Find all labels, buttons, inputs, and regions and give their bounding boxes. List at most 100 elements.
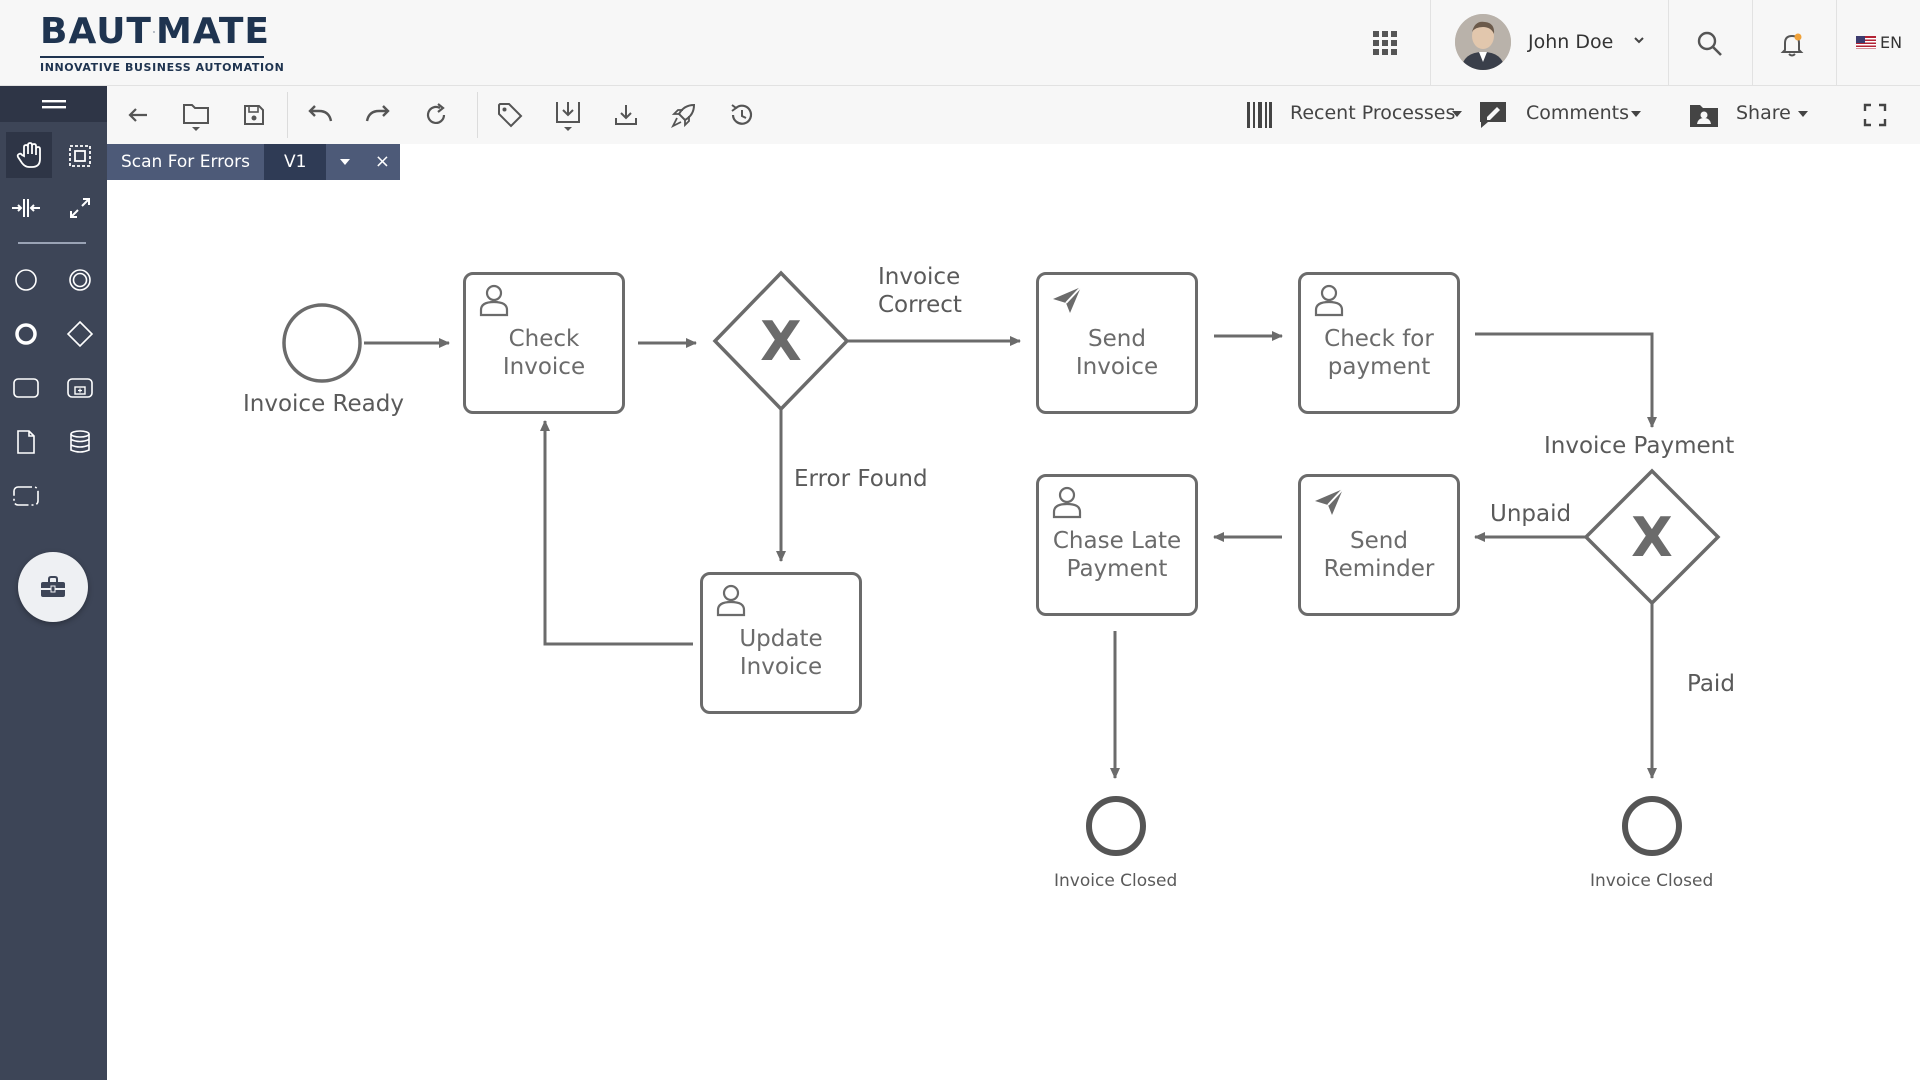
us-flag-icon [1856,36,1876,49]
editor-toolbar: Recent Processes Comments Share [107,86,1920,144]
user-task-icon [1314,284,1344,317]
toolbox-icon [41,576,65,597]
group-tool[interactable] [6,476,46,516]
end-event-closed-2[interactable] [1622,796,1682,856]
gateway-mark: X [1631,506,1673,569]
lasso-tool-button[interactable] [60,136,100,176]
start-event[interactable] [282,303,362,383]
toolbar-divider [287,92,288,138]
comments-menu[interactable]: Comments [1526,102,1629,124]
undo-button[interactable] [303,98,337,132]
flow-label-error-found: Error Found [794,466,928,492]
group-icon [13,486,39,506]
flow-to-payment-gateway[interactable] [1475,332,1657,428]
barcode-icon[interactable] [1245,100,1273,130]
caret-down-icon[interactable] [1798,111,1808,117]
open-button[interactable] [179,98,213,132]
avatar[interactable] [1455,14,1511,70]
comment-icon[interactable] [1478,100,1508,130]
flow-update-to-check[interactable] [540,420,693,646]
gateway-icon [66,320,94,348]
recent-processes-menu[interactable]: Recent Processes [1290,102,1456,124]
intermediate-event-icon [69,269,91,291]
gateway-tool[interactable] [60,314,100,354]
save-button[interactable] [237,98,271,132]
menu-icon[interactable] [42,96,66,112]
history-button[interactable] [725,98,759,132]
caret-down-icon[interactable] [1452,111,1462,117]
user-photo-icon [1455,14,1511,70]
data-object-icon [17,430,35,454]
task-check-payment[interactable]: Check for payment [1298,272,1460,414]
undo-icon [308,105,333,122]
task-update-invoice[interactable]: Update Invoice [700,572,862,714]
search-icon[interactable] [1696,30,1724,58]
tag-button[interactable] [493,98,527,132]
task-label: Check for payment [1324,326,1434,380]
app-header: BAUT MATE INNOVATIVE BUSINESS AUTOMATION… [0,0,1920,86]
deploy-button[interactable] [667,98,701,132]
task-tool[interactable] [6,368,46,408]
language-selector[interactable]: EN [1856,33,1902,52]
task-send-reminder[interactable]: Send Reminder [1298,474,1460,616]
end-event-label: Invoice Closed [1590,871,1714,891]
data-object-tool[interactable] [6,422,46,462]
tab-process-name[interactable]: Scan For Errors [107,144,264,180]
end-event-label: Invoice Closed [1054,871,1178,891]
start-event-tool[interactable] [6,260,46,300]
chevron-down-icon[interactable] [1632,33,1646,47]
tab-close-button[interactable]: × [364,144,401,180]
task-chase-late-payment[interactable]: Chase Late Payment [1036,474,1198,616]
task-send-invoice[interactable]: Send Invoice [1036,272,1198,414]
intermediate-event-tool[interactable] [60,260,100,300]
share-folder-icon[interactable] [1689,101,1719,129]
subprocess-icon [67,378,93,398]
task-label: Send Invoice [1075,326,1159,380]
logo-wordmark: BAUT MATE [40,14,270,50]
bautomate-logo[interactable]: BAUT MATE INNOVATIVE BUSINESS AUTOMATION [40,14,284,74]
hand-tool-button[interactable] [6,132,52,178]
tab-version[interactable]: V1 [264,144,327,180]
fullscreen-icon[interactable] [1862,102,1888,128]
header-divider [1668,0,1669,86]
end-event-tool[interactable] [6,314,46,354]
header-divider [1430,0,1431,86]
start-event-label: Invoice Ready [243,391,404,417]
palette-header [0,86,107,122]
redo-button[interactable] [361,98,395,132]
diagram-canvas[interactable]: X X Check Invoice Send Invoice Check for… [107,144,1920,1080]
back-button[interactable] [121,98,155,132]
end-event-icon [15,323,37,345]
flow-label-paid: Paid [1687,671,1735,697]
caret-down-icon[interactable] [1631,111,1641,117]
version-dropdown[interactable] [326,144,365,180]
download-button[interactable] [609,98,643,132]
share-menu[interactable]: Share [1736,102,1791,124]
apps-grid-icon[interactable] [1370,28,1400,58]
global-connect-icon [70,198,90,218]
end-event-closed-1[interactable] [1086,796,1146,856]
gateway-label-invoice-payment: Invoice Payment [1544,433,1735,459]
flow-label-invoice-correct-1: Invoice [878,264,961,290]
bell-icon[interactable] [1778,30,1806,58]
user-task-icon [1052,486,1082,519]
gateway-invoice-check[interactable] [712,270,850,412]
refresh-button[interactable] [419,98,453,132]
lasso-select-icon [69,145,91,167]
subprocess-tool[interactable] [60,368,100,408]
import-button[interactable] [551,98,585,132]
space-tool-button[interactable] [6,188,46,228]
diagram-connectors: X X [282,270,1721,856]
user-name[interactable]: John Doe [1528,31,1614,53]
task-label: Update Invoice [739,626,823,680]
language-label: EN [1880,33,1903,52]
rocket-icon [670,103,696,129]
task-label: Send Reminder [1323,528,1435,582]
task-check-invoice[interactable]: Check Invoice [463,272,625,414]
connect-tool-button[interactable] [60,188,100,228]
gateway-invoice-payment[interactable] [1583,468,1721,606]
data-store-tool[interactable] [60,422,100,462]
toolbox-button[interactable] [18,552,88,622]
process-tab[interactable]: Scan For Errors V1 × [107,144,401,180]
send-task-icon [1053,286,1082,313]
